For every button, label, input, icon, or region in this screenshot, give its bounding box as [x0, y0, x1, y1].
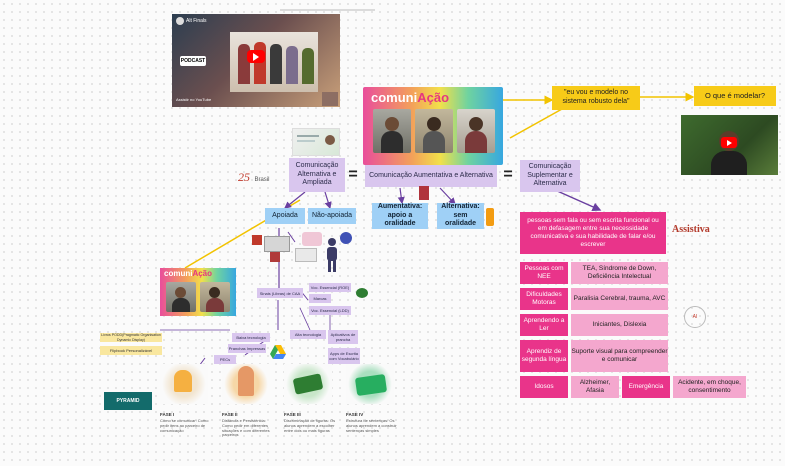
comuniacao-title: comuniAção: [371, 90, 450, 105]
participant-video-3: [457, 109, 495, 153]
ai-badge-icon: AI: [684, 306, 706, 328]
table-cell-condition[interactable]: Iniciantes, Dislexia: [571, 314, 668, 336]
pyramid-logo: PYRAMID: [104, 392, 152, 410]
phase-illustration-4: [346, 364, 394, 404]
phase-illustration-3: [284, 364, 332, 404]
note-sinais-libras[interactable]: Sinais (Libras) de CAA: [257, 288, 303, 298]
table-cell-condition[interactable]: Paralisia Cerebral, trauma, AVC: [571, 288, 668, 310]
table-cell-audience[interactable]: Aprendiz de segunda língua: [520, 340, 568, 372]
table-cell-audience[interactable]: Dificuldades Motoras: [520, 288, 568, 310]
hand-sign-icon: [486, 208, 494, 226]
participant-video-2: [415, 109, 453, 153]
video-channel-name: Alt Finals: [186, 18, 207, 24]
person-icon: [325, 238, 339, 272]
note-o-que-e-modelar[interactable]: O que é modelar?: [694, 86, 776, 106]
table-cell-audience[interactable]: Pessoas com NEE: [520, 262, 568, 284]
note-alternativa[interactable]: Alternativa: sem oralidade: [437, 203, 484, 229]
youtube-video-embed[interactable]: Alt Finals PODCAST Assistir no YouTube: [172, 14, 340, 107]
note-comunicacao-aumentativa-alternativa[interactable]: Comunicação Aumentativa e Alternativa: [365, 165, 497, 187]
note-pecs[interactable]: PECs: [214, 355, 236, 364]
note-pranchas-impressas[interactable]: Pranchas Impressas: [228, 344, 266, 353]
note-nao-apoiada[interactable]: Não-apoiada: [308, 208, 356, 224]
participant-video-small-1: [166, 282, 196, 312]
presenter-inset: [322, 92, 338, 106]
note-comunicacao-ampliada[interactable]: Comunicação Alternativa e Ampliada: [289, 158, 345, 192]
tablet-icon: [264, 236, 290, 252]
note-flipbook[interactable]: Flipbook Personalizável: [100, 346, 162, 355]
note-livros-podd[interactable]: Livros PODD(Pragmatic Organisation Dynam…: [100, 333, 162, 342]
pecs-phase-text: Como se comunicar: Como pedir itens ao p…: [160, 418, 209, 433]
phase-illustration-1: [160, 364, 208, 404]
note-voc-essencial-roe[interactable]: Voc. Essencial (ROE): [309, 283, 351, 292]
play-icon[interactable]: [721, 137, 737, 148]
brand-logo: 25 Brasil: [238, 170, 270, 184]
comuniacao-banner[interactable]: comuniAção: [363, 87, 503, 165]
right-video-embed[interactable]: [681, 115, 778, 175]
drive-icon: [270, 345, 286, 359]
cell-alzheimer[interactable]: Alzheimer, Afasia: [571, 376, 619, 398]
participant-video-small-2: [200, 282, 230, 312]
note-pessoas-sem-fala[interactable]: pessoas sem fala ou sem escrita funciona…: [520, 212, 666, 254]
assistiva-logo: Assistiva: [672, 224, 710, 235]
cell-acidente[interactable]: Acidente, em choque, consentimento: [673, 376, 746, 398]
note-aumentativa[interactable]: Aumentativa: apoio a oralidade: [372, 203, 428, 229]
note-marcas[interactable]: Marcas: [309, 294, 331, 303]
note-baixa-tecnologia[interactable]: Baixa tecnologia: [232, 333, 270, 342]
table-cell-audience[interactable]: Aprendendo a Ler: [520, 314, 568, 336]
note-comunicacao-suplementar[interactable]: Comunicação Suplementar e Alternativa: [520, 160, 580, 192]
table-cell-condition[interactable]: Suporte visual para compreender e comuni…: [571, 340, 668, 372]
pecs-phase-title: FASE I: [160, 412, 175, 417]
card-icon: [252, 235, 262, 245]
channel-avatar: [176, 17, 184, 25]
photo-icon: [295, 248, 317, 262]
comuniacao-title-small: comuniAção: [164, 269, 213, 278]
note-aplicativos-prancha[interactable]: Aplicativos de prancha: [328, 330, 358, 344]
scissors-icon: [356, 288, 368, 298]
note-alta-tecnologia[interactable]: Alta tecnologia: [290, 330, 326, 339]
note-apps-escrita[interactable]: Apps de Escrita com Vocabulário: [328, 348, 360, 364]
pecs-phase-title: FASE II: [222, 412, 238, 417]
watch-on-youtube[interactable]: Assistir no YouTube: [176, 97, 212, 102]
app-icon: [340, 232, 352, 244]
person-group-icon: [302, 232, 322, 246]
cell-emergencia[interactable]: Emergência: [622, 376, 670, 398]
comuniacao-banner-small[interactable]: comuniAção: [160, 268, 236, 316]
pecs-phase-title: FASE IV: [346, 412, 364, 417]
note-voc-essencial-ldd[interactable]: Voc. Essencial (LDD): [309, 306, 351, 315]
participant-video-1: [373, 109, 411, 153]
pecs-phase-text: Estrutura de sentenças: Os alunos aprend…: [346, 418, 397, 433]
pecs-phase-title: FASE III: [284, 412, 301, 417]
pecs-phase-text: Discriminação de figuras: Os alunos apre…: [284, 418, 336, 433]
book-icon: [419, 186, 429, 200]
equals-sign: =: [348, 166, 358, 183]
equals-sign: =: [503, 166, 513, 183]
note-apoiada[interactable]: Apoiada: [265, 208, 305, 224]
cell-idosos[interactable]: Idosos: [520, 376, 568, 398]
note-quote-modelo[interactable]: "eu vou e modelo no sistema robusto dela…: [552, 86, 640, 110]
podcast-logo: PODCAST: [180, 56, 206, 66]
webinar-thumbnail[interactable]: [292, 128, 340, 156]
image-card-icon: [270, 252, 280, 262]
pecs-phase-text: Distância e Persistência: Como pedir em …: [222, 418, 270, 438]
play-icon[interactable]: [247, 50, 265, 63]
table-cell-condition[interactable]: TEA, Síndrome de Down, Deficiência Intel…: [571, 262, 668, 284]
phase-illustration-2: [222, 364, 270, 404]
